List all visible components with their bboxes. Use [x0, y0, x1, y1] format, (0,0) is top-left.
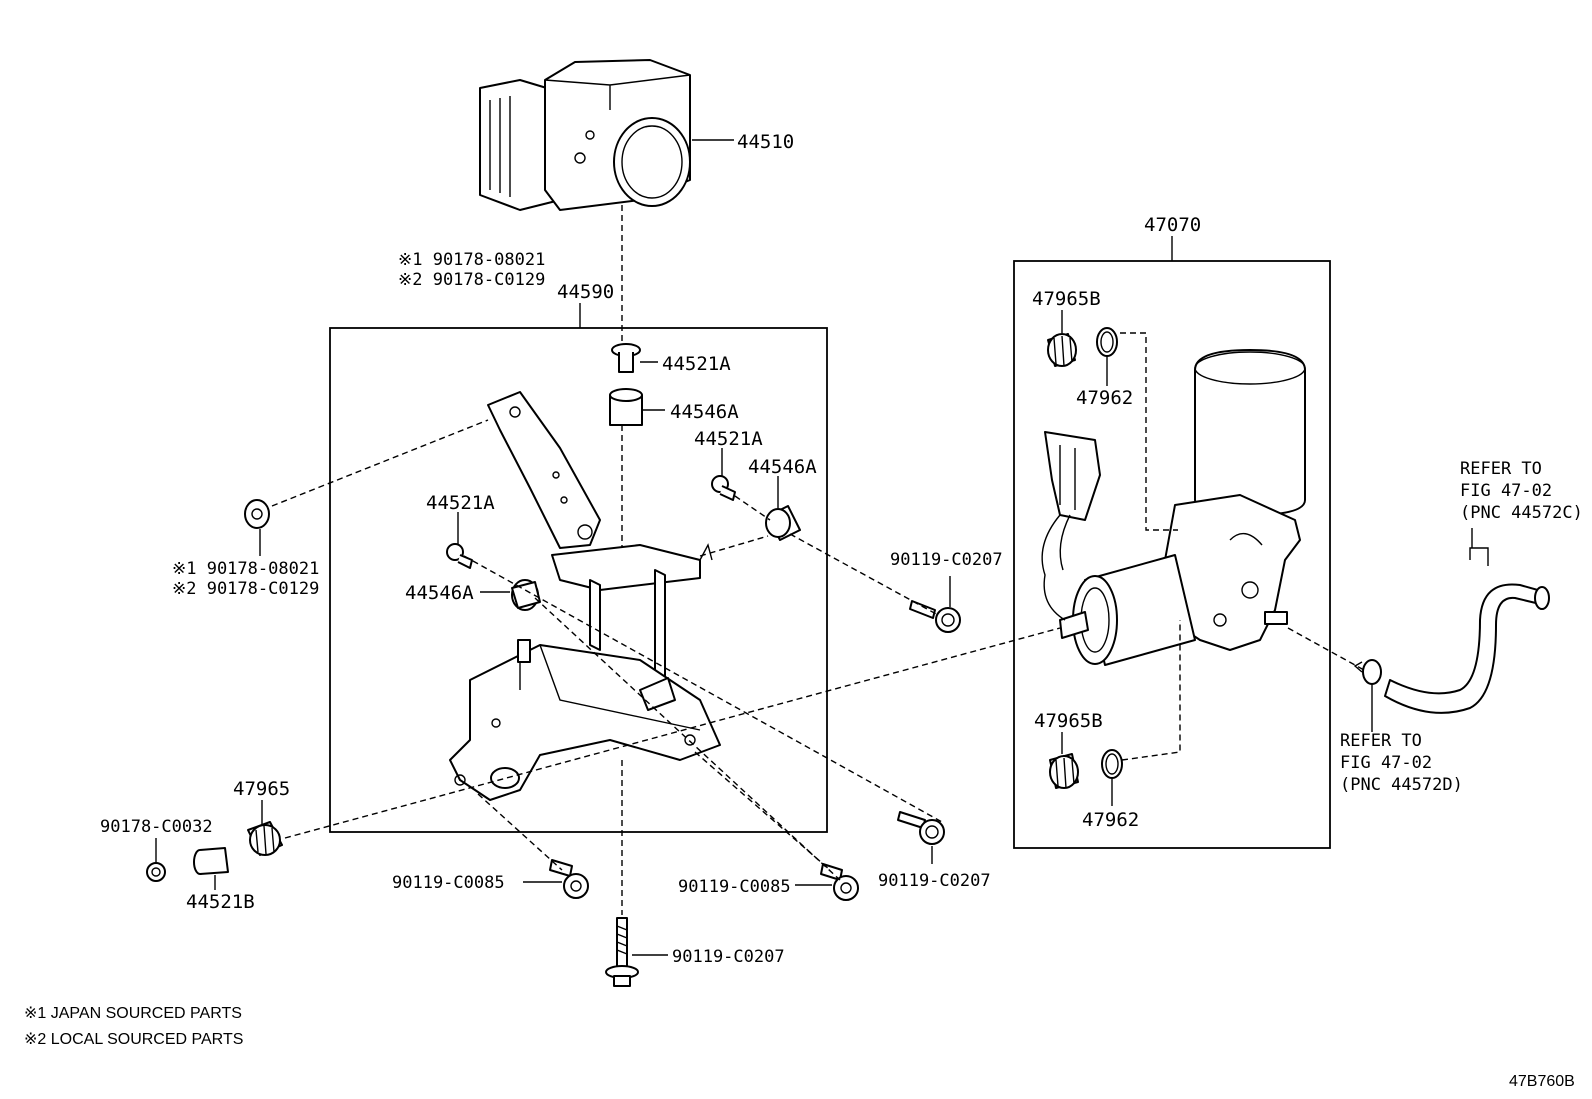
label-cushion-left: 44546A: [405, 582, 474, 604]
ring-top: [1096, 327, 1118, 357]
label-bolt-bottom-center: 90119-C0207: [672, 947, 785, 967]
cushion-right: [765, 505, 801, 541]
label-refer-c-line2: FIG 47-02: [1460, 481, 1552, 501]
label-cushion-pin-top: 44521A: [662, 353, 731, 375]
hose-clamp: [1353, 659, 1382, 685]
bolt-bottom-center: [605, 917, 639, 987]
label-ring-top: 47962: [1076, 387, 1133, 409]
label-refer-c-line3: (PNC 44572C): [1460, 503, 1583, 523]
bolt-right-upper: [909, 600, 961, 633]
note-local-sourced: ※2 LOCAL SOURCED PARTS: [24, 1031, 243, 1048]
label-refer-d-line2: FIG 47-02: [1340, 753, 1432, 773]
label-bracket-assy: 44590: [557, 281, 614, 303]
label-bolt-lower-left: 90119-C0085: [392, 873, 505, 893]
label-nut-left-note2: ※2 90178-C0129: [172, 579, 319, 599]
pump-motor-assembly: [1041, 349, 1306, 666]
label-refer-c-line1: REFER TO: [1460, 459, 1542, 479]
figure-id: 47B760B: [1509, 1073, 1575, 1090]
bolt-lower-mid: [820, 863, 859, 901]
label-bolt-right-upper: 90119-C0207: [890, 550, 1003, 570]
bracket-assy-box: [329, 327, 828, 833]
collar: [193, 847, 229, 875]
label-cushion-pin-left: 44521A: [426, 492, 495, 514]
label-cushion-right: 44546A: [748, 456, 817, 478]
cushion-top: [609, 388, 643, 426]
cushion-pin-right: [711, 475, 736, 501]
grommet-top: [1047, 333, 1077, 367]
bolt-lower-left: [549, 859, 589, 899]
label-refer-d-line3: (PNC 44572D): [1340, 775, 1463, 795]
label-ring-bottom: 47962: [1082, 809, 1139, 831]
label-bolt-lower-mid: 90119-C0085: [678, 877, 791, 897]
label-nut-top-note1: ※1 90178-08021: [398, 250, 545, 270]
bracket: [449, 391, 721, 801]
nut-left: [244, 499, 270, 529]
label-nut-small: 90178-C0032: [100, 817, 213, 837]
label-nut-left-note1: ※1 90178-08021: [172, 559, 319, 579]
cushion-left: [511, 579, 541, 611]
note-japan-sourced: ※1 JAPAN SOURCED PARTS: [24, 1005, 242, 1022]
label-collar: 44521B: [186, 891, 255, 913]
ring-bottom: [1101, 749, 1123, 779]
label-nut-top-note2: ※2 90178-C0129: [398, 270, 545, 290]
label-grommet-top: 47965B: [1032, 288, 1101, 310]
grommet-bottom: [1049, 753, 1079, 789]
label-cushion-top: 44546A: [670, 401, 739, 423]
label-grommet-left: 47965: [233, 778, 290, 800]
grommet-left: [247, 821, 283, 856]
label-cushion-pin-right: 44521A: [694, 428, 763, 450]
label-pump-assy: 47070: [1144, 214, 1201, 236]
nut-small: [146, 862, 166, 882]
label-bolt-right-lower: 90119-C0207: [878, 871, 991, 891]
bolt-right-lower: [897, 811, 945, 845]
abs-actuator: [479, 59, 691, 211]
label-grommet-bottom: 47965B: [1034, 710, 1103, 732]
cushion-pin-top: [611, 343, 641, 373]
hose: [1384, 547, 1550, 714]
cushion-pin-left: [446, 543, 473, 569]
label-refer-d-line1: REFER TO: [1340, 731, 1422, 751]
label-abs-actuator: 44510: [737, 131, 794, 153]
